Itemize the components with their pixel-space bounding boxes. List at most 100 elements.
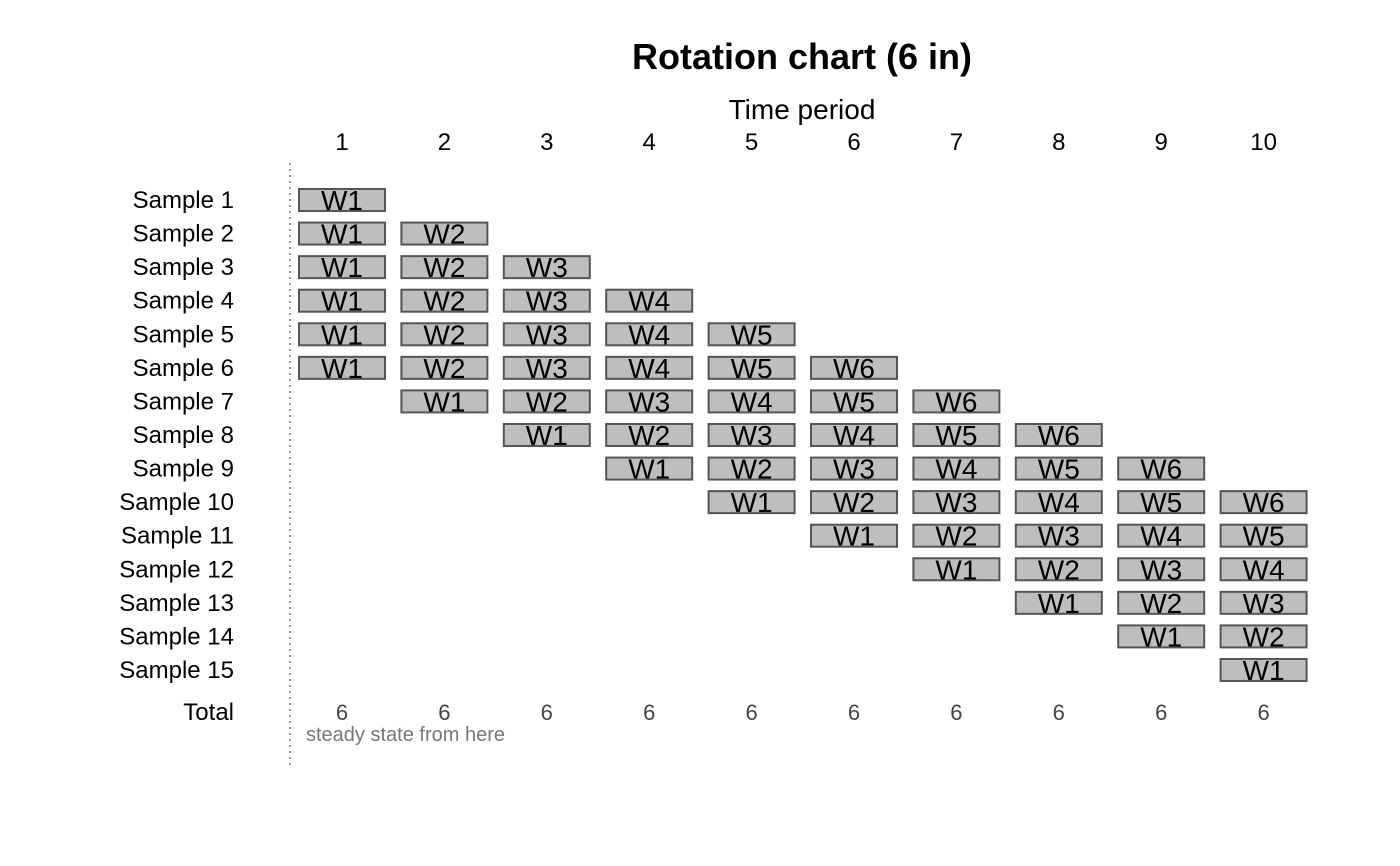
cell-label-sample-10-period-10: W6 bbox=[1243, 487, 1285, 518]
cell-label-sample-8-period-4: W2 bbox=[628, 420, 670, 451]
total-row-label: Total bbox=[183, 699, 234, 726]
cell-label-sample-7-period-6: W5 bbox=[833, 386, 875, 417]
cell-label-sample-8-period-3: W1 bbox=[526, 420, 568, 451]
total-value-period-5: 6 bbox=[745, 700, 757, 725]
cell-sample-3-period-2 bbox=[400, 255, 489, 280]
total-value-period-3: 6 bbox=[541, 700, 553, 725]
cell-label-sample-7-period-4: W3 bbox=[628, 386, 670, 417]
cell-label-sample-10-period-5: W1 bbox=[731, 487, 773, 518]
total-value-period-1: 6 bbox=[336, 700, 348, 725]
cell-sample-9-period-6 bbox=[810, 456, 898, 481]
cell-label-sample-5-period-5: W5 bbox=[731, 319, 773, 350]
cell-sample-1-period-1 bbox=[298, 188, 386, 212]
cell-label-sample-10-period-9: W5 bbox=[1140, 487, 1182, 518]
row-label-sample-15: Sample 15 bbox=[119, 657, 234, 684]
x-axis-title: Time period bbox=[729, 94, 876, 125]
cell-label-sample-10-period-8: W4 bbox=[1038, 487, 1080, 518]
cell-label-sample-13-period-8: W1 bbox=[1038, 588, 1080, 619]
row-label-sample-5: Sample 5 bbox=[133, 321, 234, 348]
row-label-sample-8: Sample 8 bbox=[133, 422, 234, 449]
cell-label-sample-2-period-1: W1 bbox=[321, 219, 363, 250]
cell-sample-11-period-10 bbox=[1219, 523, 1308, 548]
row-label-sample-1: Sample 1 bbox=[133, 187, 234, 214]
cell-label-sample-14-period-9: W1 bbox=[1140, 621, 1182, 652]
total-value-period-7: 6 bbox=[950, 700, 962, 725]
cell-sample-11-period-6 bbox=[810, 523, 898, 548]
row-label-sample-12: Sample 12 bbox=[119, 556, 234, 583]
cell-sample-10-period-8 bbox=[1014, 490, 1103, 515]
total-value-period-8: 6 bbox=[1053, 700, 1065, 725]
cell-label-sample-10-period-7: W3 bbox=[935, 487, 977, 518]
cell-label-sample-7-period-7: W6 bbox=[935, 386, 977, 417]
total-value-period-6: 6 bbox=[848, 700, 860, 725]
cell-label-sample-11-period-10: W5 bbox=[1243, 521, 1285, 552]
cell-label-sample-15-period-10: W1 bbox=[1243, 655, 1285, 686]
cell-label-sample-6-period-6: W6 bbox=[833, 353, 875, 384]
cell-sample-10-period-9 bbox=[1117, 490, 1206, 515]
cell-sample-10-period-5 bbox=[707, 490, 796, 515]
cell-label-sample-4-period-3: W3 bbox=[526, 286, 568, 317]
period-tick-4: 4 bbox=[643, 129, 656, 156]
cell-sample-3-period-1 bbox=[298, 255, 386, 280]
cell-label-sample-13-period-9: W2 bbox=[1140, 588, 1182, 619]
period-tick-10: 10 bbox=[1250, 129, 1277, 156]
cell-sample-4-period-4 bbox=[605, 288, 694, 313]
cell-label-sample-12-period-7: W1 bbox=[935, 554, 977, 585]
cell-sample-4-period-1 bbox=[298, 288, 386, 313]
period-tick-1: 1 bbox=[335, 129, 348, 156]
row-label-sample-3: Sample 3 bbox=[133, 254, 234, 281]
cell-sample-7-period-2 bbox=[400, 389, 489, 414]
cell-sample-11-period-9 bbox=[1117, 523, 1206, 548]
cell-label-sample-3-period-1: W1 bbox=[321, 252, 363, 283]
cell-label-sample-9-period-8: W5 bbox=[1038, 454, 1080, 485]
cell-sample-12-period-8 bbox=[1014, 557, 1103, 582]
cell-sample-12-period-10 bbox=[1219, 557, 1308, 582]
cell-sample-6-period-6 bbox=[810, 355, 898, 380]
cell-label-sample-6-period-3: W3 bbox=[526, 353, 568, 384]
cell-label-sample-8-period-6: W4 bbox=[833, 420, 875, 451]
cell-label-sample-9-period-9: W6 bbox=[1140, 454, 1182, 485]
cell-label-sample-8-period-5: W3 bbox=[731, 420, 773, 451]
cell-label-sample-12-period-10: W4 bbox=[1243, 554, 1285, 585]
total-value-period-2: 6 bbox=[438, 700, 450, 725]
cell-label-sample-8-period-8: W6 bbox=[1038, 420, 1080, 451]
cell-sample-5-period-3 bbox=[502, 322, 591, 347]
cell-sample-15-period-10 bbox=[1219, 657, 1308, 682]
cell-label-sample-6-period-4: W4 bbox=[628, 353, 670, 384]
cell-sample-8-period-5 bbox=[707, 422, 796, 447]
cell-sample-8-period-8 bbox=[1014, 422, 1103, 447]
cell-label-sample-7-period-2: W1 bbox=[423, 386, 465, 417]
cell-sample-5-period-5 bbox=[707, 322, 796, 347]
cell-sample-2-period-1 bbox=[298, 221, 386, 246]
cell-sample-13-period-8 bbox=[1014, 590, 1103, 615]
row-label-sample-7: Sample 7 bbox=[133, 388, 234, 415]
cell-label-sample-12-period-9: W3 bbox=[1140, 554, 1182, 585]
cell-sample-8-period-3 bbox=[502, 422, 591, 447]
row-label-sample-11: Sample 11 bbox=[121, 523, 234, 550]
cell-sample-3-period-3 bbox=[502, 255, 591, 280]
period-tick-9: 9 bbox=[1155, 129, 1168, 156]
row-label-sample-14: Sample 14 bbox=[119, 623, 234, 650]
cell-sample-8-period-7 bbox=[912, 422, 1001, 447]
total-value-period-4: 6 bbox=[643, 700, 655, 725]
cell-sample-9-period-7 bbox=[912, 456, 1001, 481]
cell-sample-10-period-10 bbox=[1219, 490, 1308, 515]
cell-label-sample-9-period-5: W2 bbox=[731, 454, 773, 485]
row-label-sample-6: Sample 6 bbox=[133, 355, 234, 382]
cell-sample-7-period-6 bbox=[810, 389, 898, 414]
cell-label-sample-2-period-2: W2 bbox=[423, 219, 465, 250]
cell-label-sample-7-period-3: W2 bbox=[526, 386, 568, 417]
cell-sample-4-period-3 bbox=[502, 288, 591, 313]
cell-label-sample-10-period-6: W2 bbox=[833, 487, 875, 518]
cell-sample-11-period-7 bbox=[912, 523, 1001, 548]
cell-sample-14-period-9 bbox=[1117, 624, 1206, 649]
cell-sample-10-period-6 bbox=[810, 490, 898, 515]
cell-label-sample-12-period-8: W2 bbox=[1038, 554, 1080, 585]
cell-sample-6-period-3 bbox=[502, 355, 591, 380]
cell-label-sample-9-period-7: W4 bbox=[935, 454, 977, 485]
period-tick-3: 3 bbox=[540, 129, 553, 156]
